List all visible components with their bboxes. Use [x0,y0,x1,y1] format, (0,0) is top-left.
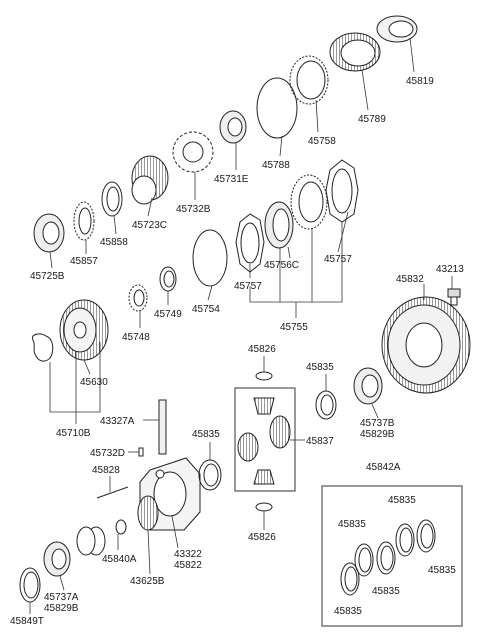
label-45842A: 45842A [366,462,401,473]
label-45835-case: 45835 [192,429,220,440]
bearing-45748 [128,284,148,312]
side-gear-right [269,415,291,449]
label-45755: 45755 [280,322,308,333]
label-45835-kit-bottom: 45835 [334,606,362,617]
label-45826-top: 45826 [248,344,276,355]
washer-45840A-small [115,519,127,535]
label-43327A: 43327A [100,416,135,427]
gear-45723C [131,155,169,205]
gear-45732B [172,131,214,173]
bearing-45737B [353,367,383,405]
final-gear-45832 [381,296,471,394]
label-45710B: 45710B [56,428,91,439]
label-45756C: 45756C [264,260,299,271]
clutch-hub-45756-upper [290,174,328,230]
synchro-ring-45789 [329,32,381,72]
label-45758: 45758 [308,136,336,147]
label-43625B: 43625B [130,576,165,587]
label-45837: 45837 [306,436,334,447]
label-45757-left: 45757 [234,281,262,292]
bearing-45819 [376,15,418,43]
bearing-45731E [219,110,247,144]
washer-45858 [101,181,123,217]
pinion-gear-bottom [253,469,275,485]
leader-lines [29,37,453,614]
pin-45828 [96,486,129,499]
gear-assembly-45630 [59,299,109,361]
label-45754: 45754 [192,304,220,315]
pinion-gear-top [253,397,275,415]
label-45849T: 45849T [10,616,44,627]
clutch-plate-45757-lower [235,213,265,273]
label-45788: 45788 [262,160,290,171]
label-45630: 45630 [80,377,108,388]
sleeve-45840A [76,526,106,556]
label-45857: 45857 [70,256,98,267]
label-45748: 45748 [122,332,150,343]
label-45835-kit-top: 45835 [388,495,416,506]
bearing-45725B [33,213,65,253]
label-45732D: 45732D [90,448,125,459]
label-45757-right: 45757 [324,254,352,265]
shim-kit-box-45842A [321,485,463,627]
pinion-shaft-43327A [158,399,167,455]
friction-disc-45758 [289,55,329,105]
side-washer-45826-top [255,371,273,381]
label-45829B-right: 45829B [360,429,395,440]
lock-pin-45732D [138,447,144,457]
part-number-labels: 45819 45789 45758 45788 45731E 45732B 45… [10,76,464,627]
gear-kit-box-45837 [234,387,296,492]
snap-ring-45754 [192,229,228,287]
label-43213: 43213 [436,264,464,275]
label-45789: 45789 [358,114,386,125]
label-45835-right: 45835 [306,362,334,373]
bearing-45857 [73,201,95,241]
snap-ring-45788 [256,77,298,139]
label-45737A: 45737A [44,592,79,603]
label-45737B: 45737B [360,418,395,429]
label-45835-kit-left: 45835 [338,519,366,530]
label-45826-bottom: 45826 [248,532,276,543]
label-45822: 45822 [174,560,202,571]
label-45858: 45858 [100,237,128,248]
label-45829B-left: 45829B [44,603,79,614]
shim-45835-case [198,459,222,491]
label-45732B: 45732B [176,204,211,215]
clutch-plate-45757-upper [325,159,359,223]
oil-seal-45849T [19,567,41,603]
label-45749: 45749 [154,309,182,320]
label-45828: 45828 [92,465,120,476]
label-45832: 45832 [396,274,424,285]
label-45835-kit-mid: 45835 [372,586,400,597]
speedometer-gear-43625B [137,495,159,531]
clutch-hub-45756C [264,201,294,249]
side-gear-left [237,432,259,462]
label-45835-kit-right: 45835 [428,565,456,576]
label-45731E: 45731E [214,174,249,185]
bearing-45737A [43,541,71,577]
label-45819: 45819 [406,76,434,87]
label-43322: 43322 [174,549,202,560]
label-45723C: 45723C [132,220,167,231]
label-45725B: 45725B [30,271,65,282]
shim-set-45842A [340,519,436,596]
washer-45749 [159,266,177,292]
gasket-45710B [31,333,54,362]
shim-45835-right [315,390,337,420]
side-washer-45826-bottom [255,502,273,512]
label-45840A: 45840A [102,554,137,565]
bolt-43213 [447,288,461,306]
